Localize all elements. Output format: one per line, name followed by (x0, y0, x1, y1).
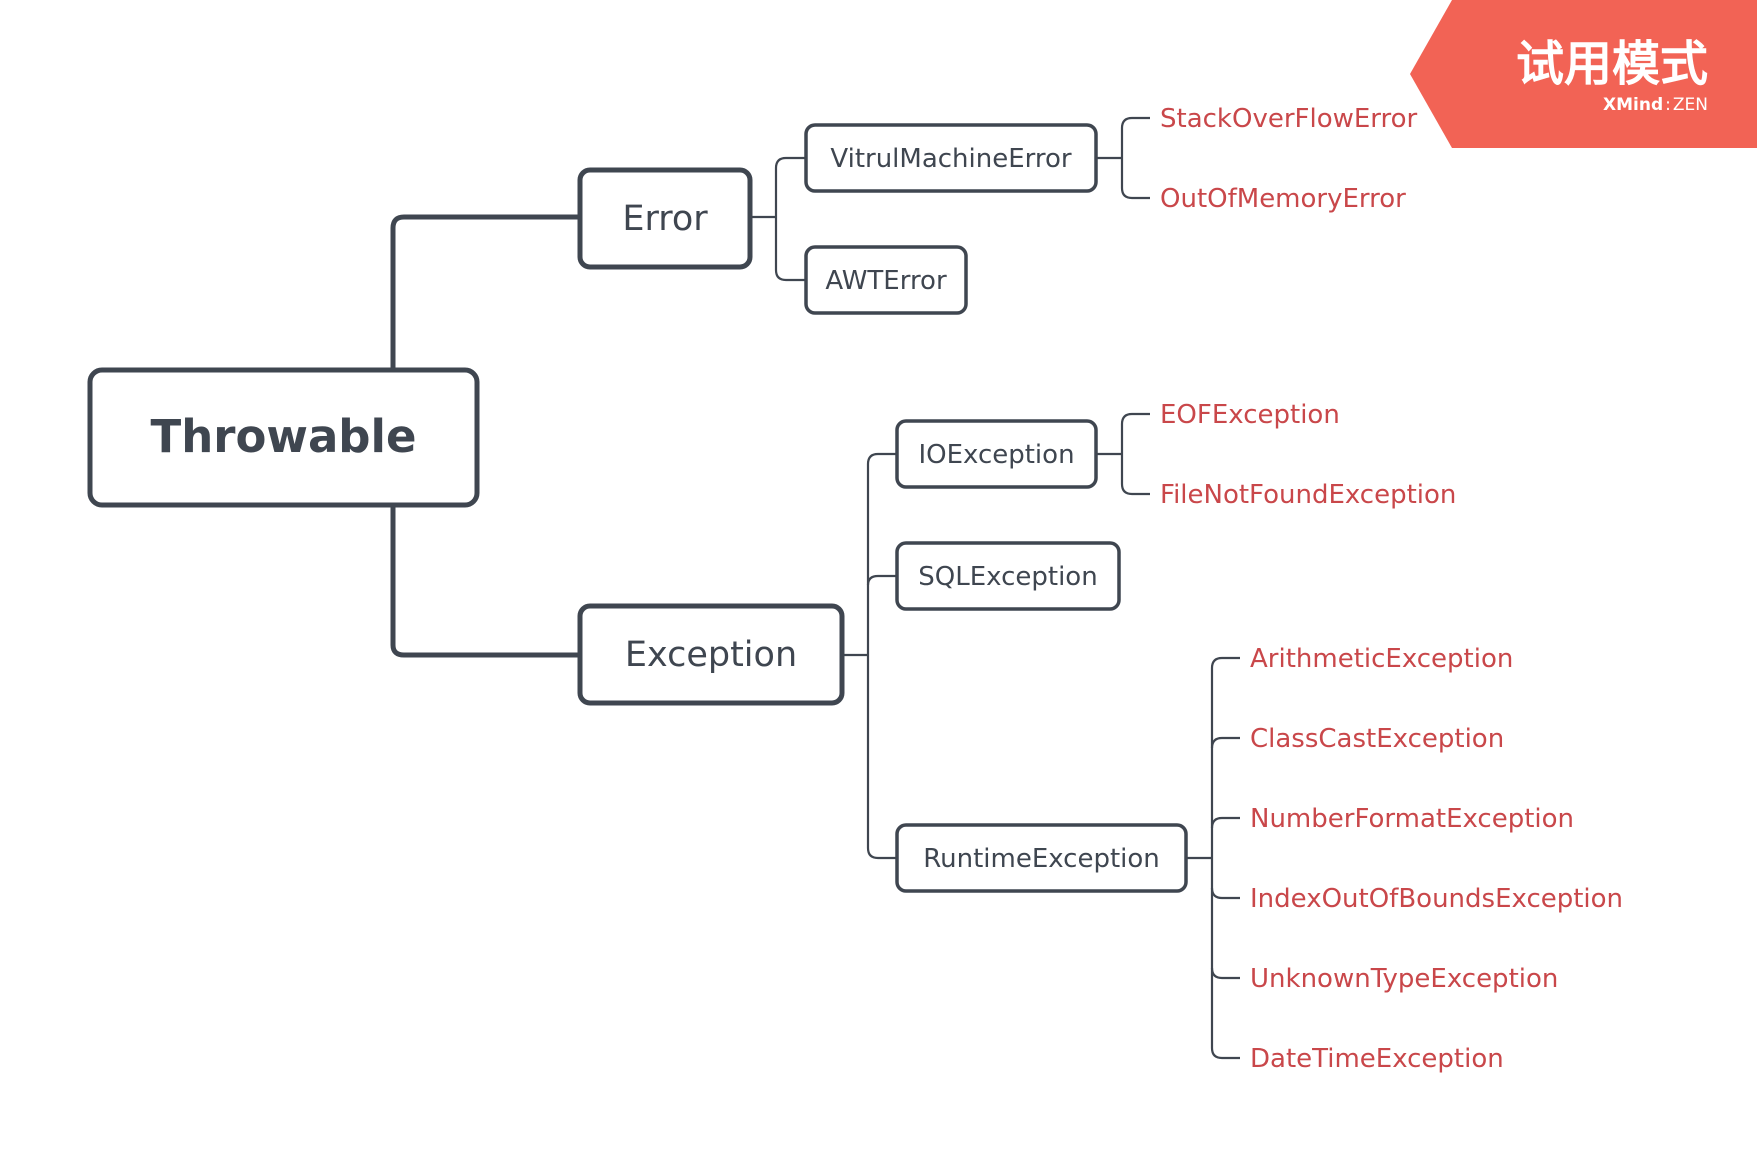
leaf-eof-exception[interactable]: EOFException (1160, 400, 1340, 430)
badge-separator: : (1665, 95, 1671, 115)
connector-exception-io (866, 452, 897, 655)
node-throwable[interactable]: Throwable (87, 367, 480, 508)
connector-exception-sql (866, 574, 897, 586)
badge-brand: XMind (1603, 95, 1663, 115)
node-vitrul-machine-error-label: VitrulMachineError (830, 144, 1072, 174)
connectors (390, 116, 1240, 1060)
node-io-exception-label: IOException (918, 440, 1074, 470)
leaf-class-cast-exception[interactable]: ClassCastException (1250, 724, 1504, 754)
leaf-out-of-memory-error[interactable]: OutOfMemoryError (1160, 184, 1406, 214)
connector-root-error (390, 214, 580, 370)
badge-edition: ZEN (1673, 95, 1708, 115)
node-awt-error-label: AWTError (825, 266, 947, 296)
leaf-arithmetic-exception[interactable]: ArithmeticException (1250, 644, 1513, 674)
connector-runtime-unknown (1210, 967, 1240, 980)
leaf-unknown-type-exception[interactable]: UnknownTypeException (1250, 964, 1558, 994)
badge-brand-line: XMind:ZEN (1603, 95, 1708, 115)
connector-vm-oom (1120, 158, 1150, 200)
connector-runtime-classcast (1210, 736, 1240, 749)
connector-io-fnf (1120, 454, 1150, 496)
node-error[interactable]: Error (577, 167, 753, 270)
connector-vm-stack (1120, 116, 1150, 158)
badge-title: 试用模式 (1516, 36, 1708, 92)
node-sql-exception-label: SQLException (918, 562, 1097, 592)
node-awt-error[interactable]: AWTError (804, 245, 968, 315)
connector-root-exception (390, 505, 580, 658)
leaf-file-not-found-exception[interactable]: FileNotFoundException (1160, 480, 1456, 510)
node-sql-exception[interactable]: SQLException (895, 541, 1121, 611)
connector-error-vm (774, 156, 806, 217)
node-exception[interactable]: Exception (577, 603, 845, 706)
connector-runtime-index (1210, 887, 1240, 900)
leaf-index-out-of-bounds-exception[interactable]: IndexOutOfBoundsException (1250, 884, 1623, 914)
leaf-stack-overflow-error[interactable]: StackOverFlowError (1160, 104, 1418, 134)
node-io-exception[interactable]: IOException (895, 419, 1098, 489)
leaf-date-time-exception[interactable]: DateTimeException (1250, 1044, 1504, 1074)
leaf-number-format-exception[interactable]: NumberFormatException (1250, 804, 1574, 834)
trial-mode-badge: 试用模式 XMind:ZEN (1410, 0, 1757, 148)
connector-io-eof (1120, 412, 1150, 454)
node-error-label: Error (622, 199, 708, 239)
node-vitrul-machine-error[interactable]: VitrulMachineError (804, 123, 1098, 193)
node-exception-label: Exception (625, 635, 797, 675)
connector-exception-runtime (866, 655, 897, 860)
node-runtime-exception-label: RuntimeException (923, 844, 1160, 874)
connector-error-awt (774, 217, 806, 282)
node-throwable-label: Throwable (151, 410, 417, 463)
connector-runtime-spine (1210, 656, 1223, 1060)
badge-background (1410, 0, 1757, 148)
connector-runtime-numformat (1210, 816, 1240, 829)
node-runtime-exception[interactable]: RuntimeException (895, 823, 1188, 893)
